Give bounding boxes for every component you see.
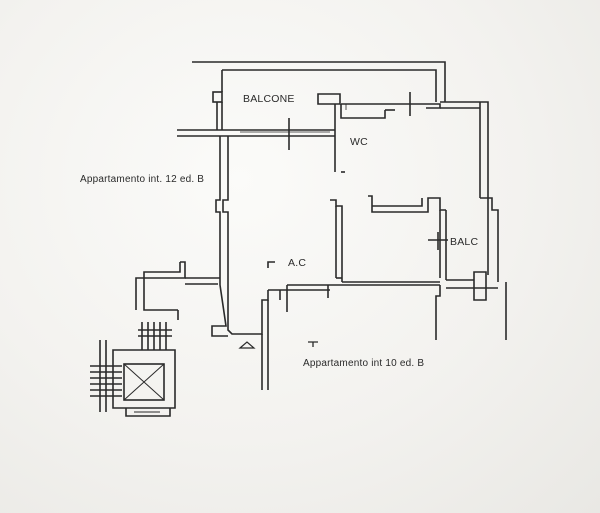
right-block-walls <box>368 101 507 340</box>
balcony-outline <box>192 61 446 130</box>
label-balc: BALC <box>450 236 479 248</box>
label-appartamento-12: Appartamento int. 12 ed. B <box>80 174 205 185</box>
wc-room <box>317 92 441 173</box>
label-appartamento-10: Appartamento int 10 ed. B <box>303 358 425 369</box>
apartment-walls <box>211 136 269 390</box>
stair-landing <box>135 261 220 320</box>
exterior-wall-top <box>177 118 335 150</box>
ac-corridor-walls <box>267 199 440 291</box>
label-balcone: BALCONE <box>243 93 295 105</box>
label-ac: A.C <box>288 257 307 269</box>
lower-walls <box>279 271 498 340</box>
label-wc: WC <box>350 136 368 148</box>
small-symbols <box>238 341 318 349</box>
stairwell <box>90 322 176 417</box>
